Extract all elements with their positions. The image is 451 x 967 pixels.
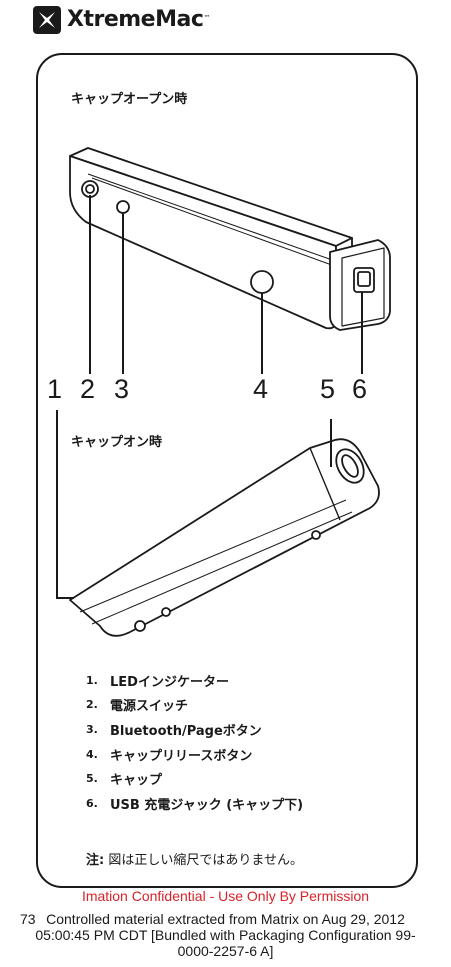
cap-open-title: キャップオープン時	[71, 92, 188, 107]
list-item: 3.Bluetooth/Pageボタン	[86, 722, 262, 739]
device-cap-open	[69, 147, 391, 331]
page-number: 73	[20, 911, 36, 927]
callout-3: 3	[114, 374, 130, 404]
confidential-notice: Imation Confidential - Use Only By Permi…	[81, 888, 370, 904]
callout-2: 2	[80, 374, 96, 404]
brand-logo: XtremeMac™	[33, 5, 210, 35]
scale-note: 注: 図は正しい縮尺ではありません。	[86, 853, 303, 868]
list-item: 5.キャップ	[86, 772, 163, 789]
callout-4: 4	[253, 374, 269, 404]
footer-text: Controlled material extracted from Matri…	[35, 911, 416, 959]
instruction-card	[36, 53, 418, 888]
logo-mark-icon	[33, 6, 61, 34]
list-item: 2.電源スイッチ	[86, 698, 189, 715]
callout-leaders	[56, 195, 363, 599]
brand-name: XtremeMac™	[67, 7, 210, 32]
device-cap-on	[69, 438, 380, 637]
list-item: 6.USB 充電ジャック (キャップ下)	[86, 796, 304, 813]
parts-list: 1.LEDインジケーター 2.電源スイッチ 3.Bluetooth/Pageボタ…	[86, 668, 303, 816]
list-item: 1.LEDインジケーター	[86, 673, 229, 690]
cap-on-title: キャップオン時	[71, 435, 163, 450]
callout-5: 5	[320, 374, 336, 404]
callout-6: 6	[352, 374, 368, 404]
callout-1: 1	[47, 374, 63, 404]
list-item: 4.キャップリリースボタン	[86, 747, 253, 764]
